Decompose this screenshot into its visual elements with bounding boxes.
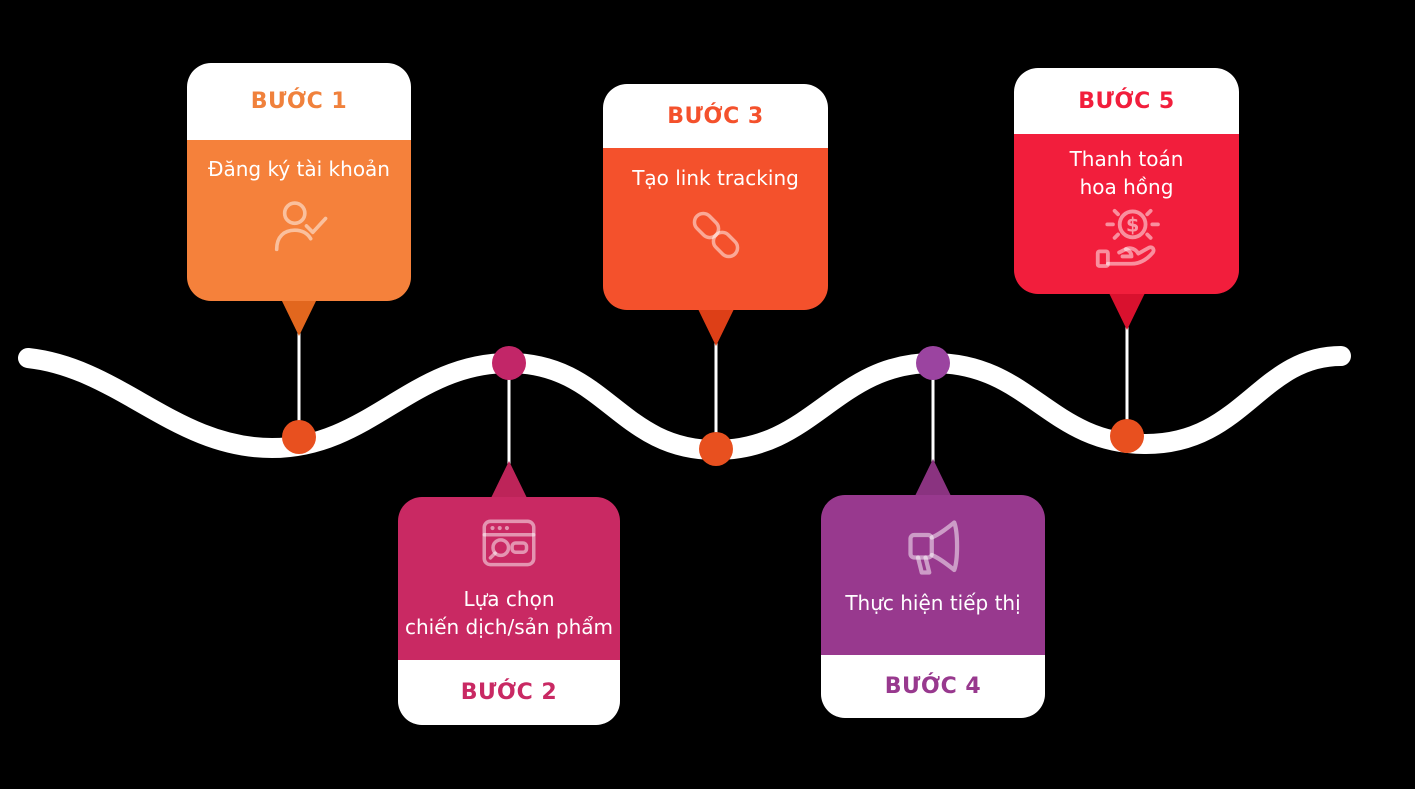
step-5-title-line: Thanh toán [1069, 147, 1184, 171]
step-2-card: Lựa chọn chiến dịch/sản phẩm BƯỚC 2 [398, 497, 620, 725]
step-3-label-bar: BƯỚC 3 [603, 84, 828, 148]
step-2-label-bar: BƯỚC 2 [398, 660, 620, 725]
step-3-title-line: Tạo link tracking [632, 166, 799, 190]
user-check-icon [265, 193, 333, 261]
step-2-title-line: chiến dịch/sản phẩm [404, 615, 614, 639]
step-3-body: Tạo link tracking [603, 148, 828, 310]
step-2-title-line: Lựa chọn [463, 587, 555, 611]
connector-lines [297, 312, 1129, 472]
step-5-body: Thanh toán hoa hồng $ [1014, 134, 1239, 294]
step-3-card: BƯỚC 3 Tạo link tracking [603, 84, 828, 310]
timeline-dot-5 [1110, 419, 1144, 453]
step-3-title: Tạo link tracking [632, 164, 799, 192]
commission-hand-coin-icon: $ [1091, 203, 1163, 275]
step-3-label: BƯỚC 3 [667, 103, 764, 129]
step-2-body: Lựa chọn chiến dịch/sản phẩm [398, 497, 620, 660]
step-5-label: BƯỚC 5 [1078, 88, 1175, 114]
step-5-title-line: hoa hồng [1079, 175, 1174, 199]
step-5-card: BƯỚC 5 Thanh toán hoa hồng $ [1014, 68, 1239, 294]
step-1-label-bar: BƯỚC 1 [187, 63, 411, 140]
step-4-title: Thực hiện tiếp thị [845, 589, 1020, 617]
step-4-card: Thực hiện tiếp thị BƯỚC 4 [821, 495, 1045, 718]
step-2-title: Lựa chọn chiến dịch/sản phẩm [405, 585, 613, 641]
campaign-browser-search-icon [476, 511, 542, 577]
step-1-title: Đăng ký tài khoản [208, 155, 390, 183]
tracking-link-icon [683, 202, 749, 268]
timeline-dot-3 [699, 432, 733, 466]
step-4-body: Thực hiện tiếp thị [821, 495, 1045, 655]
megaphone-icon [893, 505, 973, 585]
step-4-title-line: Thực hiện tiếp thị [845, 591, 1021, 615]
step-4-label: BƯỚC 4 [884, 674, 982, 699]
step-4-label-bar: BƯỚC 4 [821, 655, 1045, 718]
timeline-dot-4 [916, 346, 950, 380]
timeline-dot-1 [282, 420, 316, 454]
step-2-label: BƯỚC 2 [460, 680, 558, 705]
step-5-label-bar: BƯỚC 5 [1014, 68, 1239, 134]
timeline-wave [18, 346, 1351, 461]
step-1-body: Đăng ký tài khoản [187, 140, 411, 301]
step-1-card: BƯỚC 1 Đăng ký tài khoản [187, 63, 411, 301]
step-1-title-line: Đăng ký tài khoản [208, 157, 390, 181]
step-5-title: Thanh toán hoa hồng [1070, 145, 1184, 201]
step-1-label: BƯỚC 1 [250, 89, 348, 114]
svg-text:$: $ [1125, 214, 1138, 237]
timeline-dot-2 [492, 346, 526, 380]
